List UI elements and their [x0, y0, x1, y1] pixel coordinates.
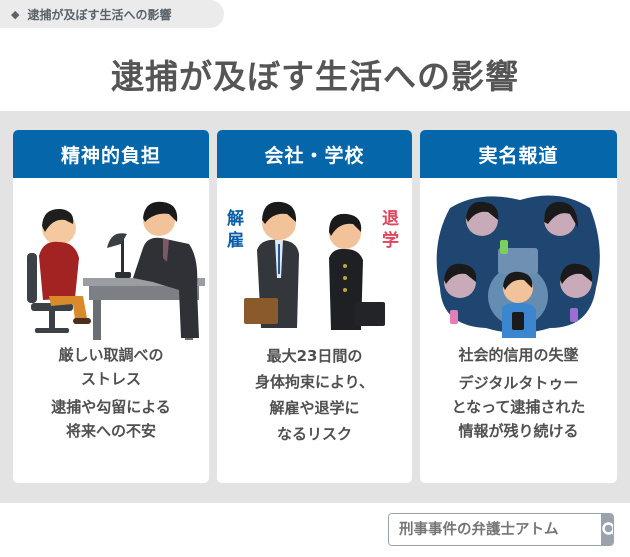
dismissal-expulsion-illustration: 解雇 退学 [217, 178, 412, 343]
text-line: となって逮捕された [451, 398, 586, 416]
card-real-name-report: 実名報道 社会的信用の失墜 デジタルタトゥーとなって逮捕された情報が残り続ける [420, 130, 617, 483]
search-box [388, 513, 614, 546]
diamond-icon: ◆ [11, 7, 20, 21]
breadcrumb[interactable]: ◆ 逮捕が及ぼす生活への影響 [0, 0, 224, 28]
search-input[interactable] [389, 514, 601, 545]
text-line: なるリスク [276, 425, 352, 443]
interrogation-illustration [13, 178, 209, 343]
online-shaming-illustration [420, 178, 617, 343]
page-title: 逮捕が及ぼす生活への影響 [111, 57, 519, 96]
search-icon [602, 521, 613, 535]
card-mental-burden: 精神的負担 [13, 130, 209, 483]
card-header: 実名報道 [420, 130, 617, 178]
card-text: 厳しい取調べのストレス 逮捕や勾留による将来への不安 [13, 343, 209, 443]
search-button[interactable] [601, 514, 613, 545]
card-text: 最大23日間の身体拘束により、解雇や退学になるリスク [217, 343, 412, 447]
text-line: 解雇や退学に [269, 399, 360, 417]
text-line: 身体拘束により、 [254, 373, 375, 391]
expulsion-label: 退学 [382, 209, 399, 251]
card-text: 社会的信用の失墜 デジタルタトゥーとなって逮捕された情報が残り続ける [420, 343, 617, 443]
card-header: 精神的負担 [13, 130, 209, 178]
text-line: 厳しい取調べの [58, 346, 164, 364]
text-line: 最大23日間の [266, 347, 363, 365]
text-line: 社会的信用の失墜 [458, 346, 579, 364]
dismissal-label: 解雇 [227, 209, 244, 251]
text-line: デジタルタトゥー [458, 374, 579, 392]
card-header: 会社・学校 [217, 130, 412, 178]
text-line: 将来への不安 [65, 422, 156, 440]
text-line: ストレス [80, 370, 141, 388]
text-line: 逮捕や勾留による [51, 398, 171, 416]
breadcrumb-label: 逮捕が及ぼす生活への影響 [27, 7, 172, 22]
text-line: 情報が残り続ける [458, 422, 579, 440]
card-work-school: 会社・学校 解雇 退学 最大23日間の身体拘束により、解雇や退学になるリスク [217, 130, 412, 483]
